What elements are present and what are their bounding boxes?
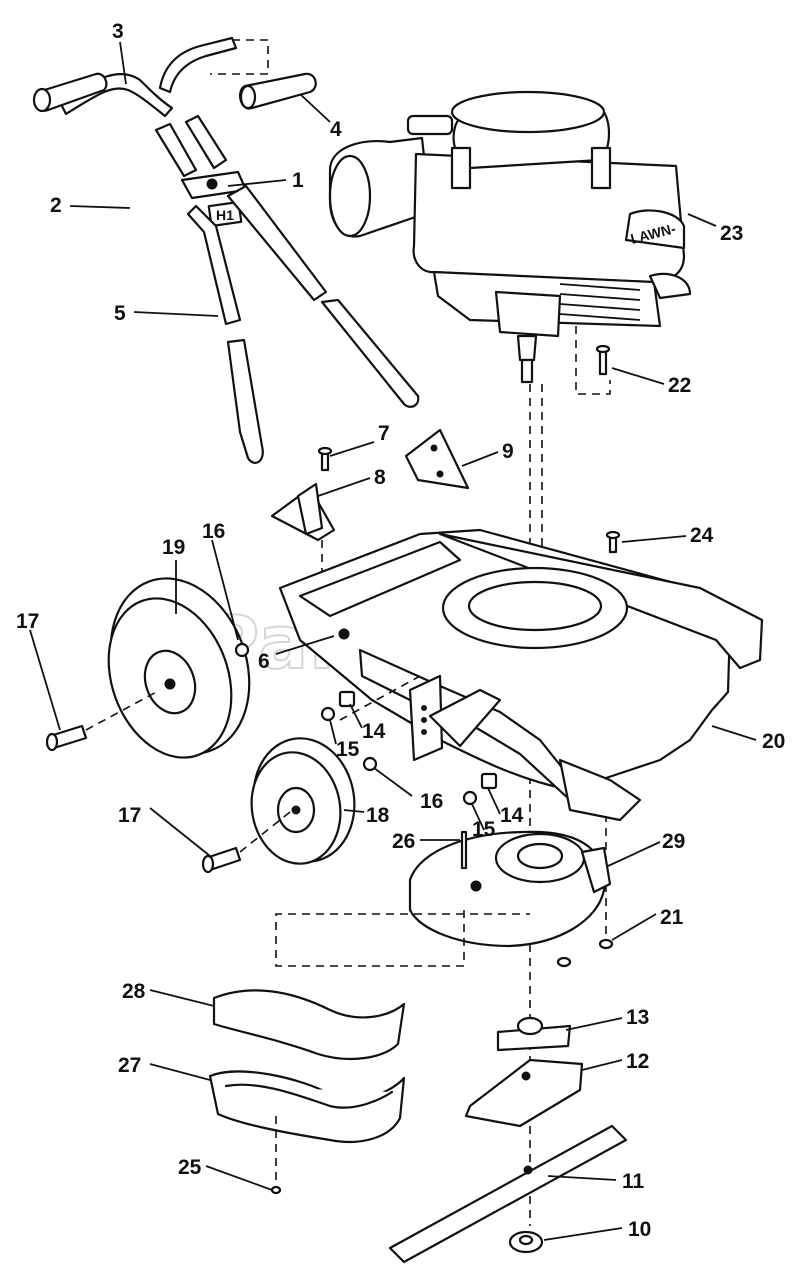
callout-19: 19 xyxy=(162,536,185,559)
callout-8: 8 xyxy=(374,466,386,489)
nuts-14-15 xyxy=(320,690,498,806)
callout-9: 9 xyxy=(502,440,514,463)
callout-17b: 17 xyxy=(118,804,141,827)
callout-2: 2 xyxy=(50,194,62,217)
handle-tag-text: H1 xyxy=(216,207,234,223)
callout-16b: 16 xyxy=(420,790,443,813)
handle-assembly: H1 xyxy=(32,36,420,464)
nut-10 xyxy=(508,1230,544,1254)
blade-11 xyxy=(388,1124,628,1264)
callout-28: 28 xyxy=(122,980,146,1003)
callout-5: 5 xyxy=(114,302,126,325)
blade-adapter-12 xyxy=(464,1058,584,1128)
engine: LAWN- xyxy=(328,90,692,384)
pan-27 xyxy=(208,1070,406,1144)
callout-13: 13 xyxy=(626,1006,649,1029)
bolt-22 xyxy=(575,326,611,395)
callout-16a: 16 xyxy=(202,520,225,543)
callout-1: 1 xyxy=(292,169,304,192)
callout-26: 26 xyxy=(392,830,415,853)
callout-20: 20 xyxy=(762,730,785,753)
wheel-19 xyxy=(107,577,251,759)
callout-29: 29 xyxy=(662,830,685,853)
callout-23: 23 xyxy=(720,222,743,245)
bolt-24 xyxy=(605,530,621,554)
callout-21: 21 xyxy=(660,906,684,929)
callout-22: 22 xyxy=(668,374,691,397)
mower-deck xyxy=(278,528,764,822)
callout-12: 12 xyxy=(626,1050,649,1073)
callout-14b: 14 xyxy=(500,804,524,827)
callout-3: 3 xyxy=(112,20,124,43)
callout-24: 24 xyxy=(690,524,714,547)
callout-25: 25 xyxy=(178,1156,202,1179)
blade-housing xyxy=(408,830,612,948)
axle-bolts xyxy=(45,642,421,874)
callout-4: 4 xyxy=(330,118,342,141)
callout-27: 27 xyxy=(118,1054,141,1077)
callout-15b: 15 xyxy=(472,818,496,841)
wheel-18 xyxy=(250,737,356,865)
callout-14a: 14 xyxy=(362,720,386,743)
callout-15a: 15 xyxy=(336,738,360,761)
nut-21 xyxy=(556,938,614,968)
callout-7: 7 xyxy=(378,422,390,445)
callout-18: 18 xyxy=(366,804,390,827)
callout-10: 10 xyxy=(628,1218,651,1241)
callout-numbers: 1 2 3 4 5 6 7 8 9 10 11 12 13 14 14 15 1… xyxy=(16,20,785,1241)
callout-17a: 17 xyxy=(16,610,39,633)
baffle-28 xyxy=(212,989,406,1060)
adapter-13 xyxy=(496,1016,572,1052)
brackets xyxy=(270,428,470,584)
callout-6: 6 xyxy=(258,650,270,673)
leader-lines xyxy=(29,41,757,1241)
callout-11: 11 xyxy=(622,1170,645,1193)
